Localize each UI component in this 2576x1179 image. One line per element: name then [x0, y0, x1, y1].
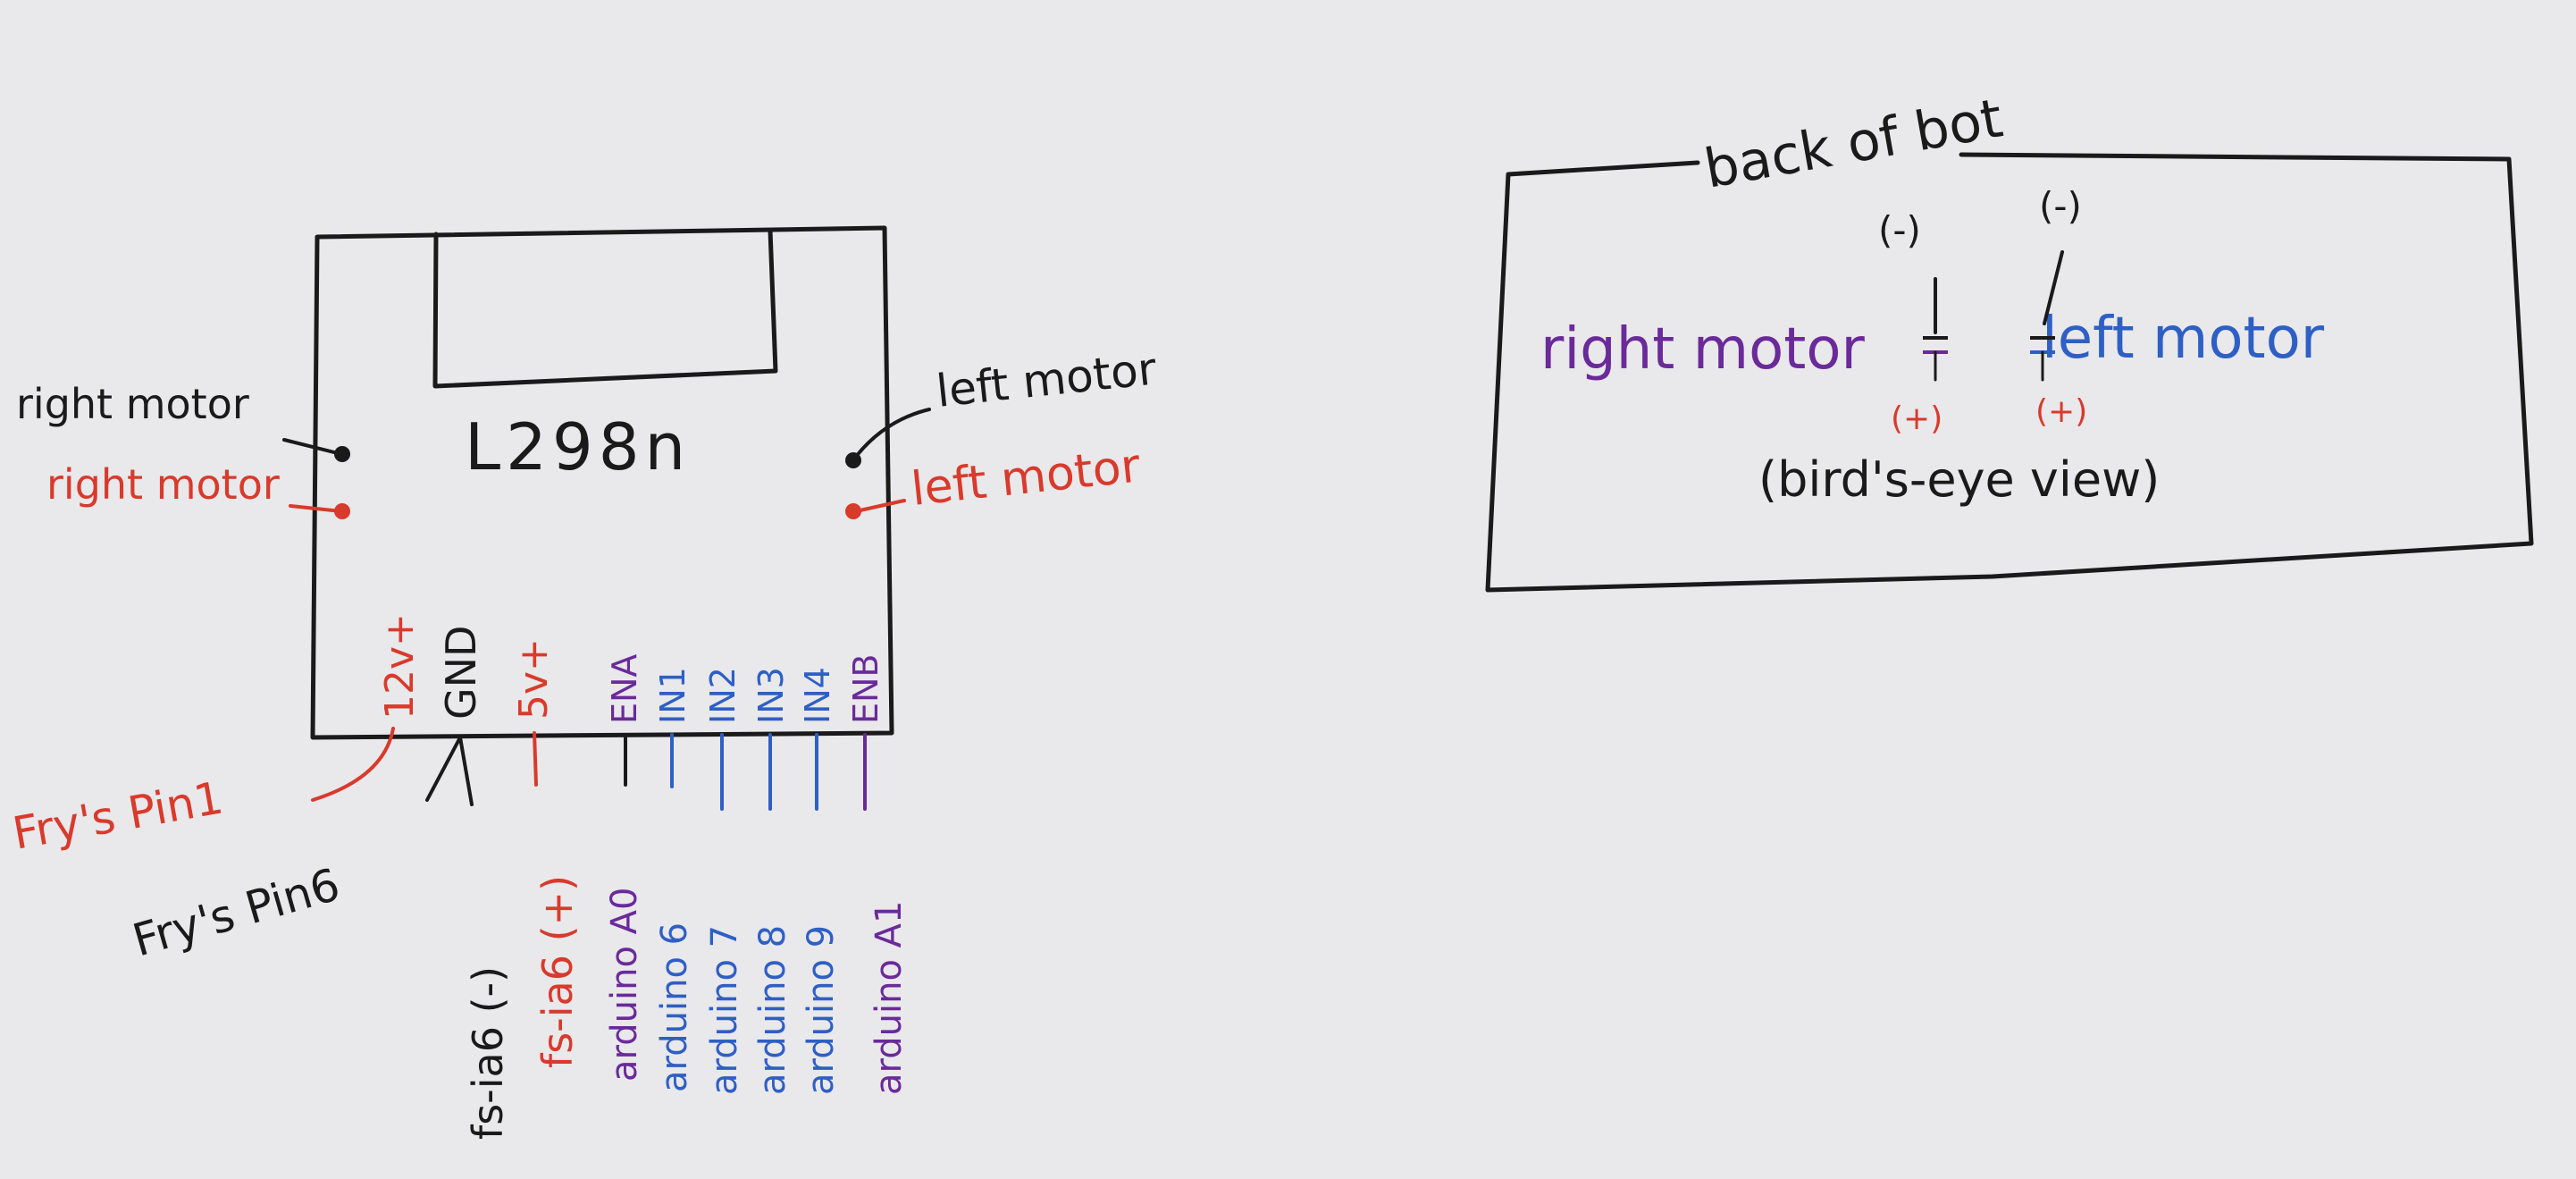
back-view-caption: (bird's-eye view): [1758, 451, 2160, 508]
neg-terminal-left: (-): [1878, 208, 1921, 252]
pin-12v: 12v+: [377, 613, 423, 720]
back-view-outline: [1485, 152, 2534, 593]
wire-12v: [311, 727, 395, 802]
right-motor-lead-bottom: [289, 504, 343, 513]
left-motor-terminal-bottom: [845, 503, 861, 519]
pin-wires: [311, 727, 867, 811]
left-motor-lead-top: [853, 408, 931, 459]
right-motor-label-bottom: right motor: [46, 460, 280, 509]
pin-in1: IN1: [653, 667, 692, 724]
conn-arduino-7: arduino 7: [704, 925, 745, 1095]
right-motor-terminals: right motor right motor: [16, 380, 350, 519]
right-motor-label: right motor: [1540, 316, 1865, 383]
board-title: L298n: [465, 409, 691, 484]
pin-in3: IN3: [751, 667, 791, 724]
l298n-board: [310, 225, 894, 740]
wire-5v: [533, 731, 538, 787]
pin-in2: IN2: [703, 667, 743, 724]
wire-gnd-b: [458, 736, 474, 806]
conn-fsia6-pos: fs-ia6 (+): [533, 875, 582, 1068]
back-view: back of bot (-) (-) right motor left mot…: [1485, 87, 2534, 593]
neg-terminal-right: (-): [2039, 184, 2082, 228]
pin-5v: 5v+: [511, 638, 557, 720]
right-motor-terminal-top: [334, 446, 350, 462]
pos-terminal-right: (+): [2035, 393, 2087, 430]
conn-arduino-a0: arduino A0: [604, 888, 645, 1082]
pin-labels: 12v+ GND 5v+ ENA IN1 IN2 IN3 IN4 ENB: [377, 613, 885, 724]
conn-fsia6-neg: fs-ia6 (-): [464, 966, 512, 1140]
conn-arduino-9: arduino 9: [801, 925, 842, 1095]
left-motor-neg-lead: [2043, 250, 2064, 325]
board-outline: [310, 225, 894, 740]
pin-gnd: GND: [437, 626, 485, 720]
pin-ena: ENA: [605, 654, 644, 724]
left-motor-label: left motor: [2042, 306, 2325, 372]
conn-arduino-8: arduino 8: [752, 925, 793, 1095]
heatsink-box: [432, 228, 778, 389]
wire-gnd-a: [425, 736, 462, 802]
right-motor-label-top: right motor: [16, 380, 249, 428]
pin-enb: ENB: [846, 653, 885, 724]
conn-arduino-a1: arduino A1: [868, 901, 910, 1095]
left-motor-lead-bottom: [854, 499, 906, 513]
right-motor-terminal-bottom: [334, 503, 350, 519]
conn-arduino-6: arduino 6: [654, 922, 695, 1092]
right-motor-lead-top: [282, 438, 343, 456]
pos-terminal-left: (+): [1891, 400, 1942, 437]
pin-in4: IN4: [798, 667, 837, 724]
